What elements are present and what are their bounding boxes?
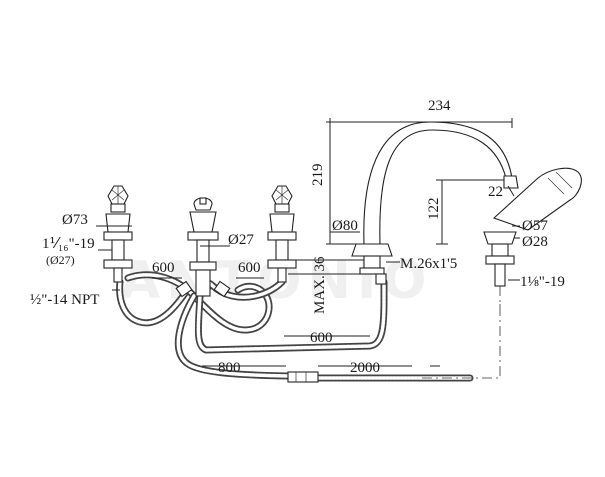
left-handle [103, 185, 133, 283]
right-handle [267, 185, 297, 283]
hose-coupling [287, 371, 319, 383]
dim-spout-reach: 234 [428, 98, 451, 114]
hand-shower [483, 167, 582, 287]
dim-hose-lower: 800 [218, 360, 241, 376]
dim-shower-thread: 1⅛"-19 [520, 274, 565, 290]
dim-hose-right: 600 [238, 260, 261, 276]
dim-spout-base-diameter: Ø80 [332, 218, 358, 234]
dimension-lines [96, 118, 520, 367]
spout [351, 121, 519, 285]
dim-spout-thread: M.26x1'5 [400, 256, 457, 272]
dim-outlet-height: 122 [426, 198, 442, 221]
dim-inlet-thread: ½"-14 NPT [30, 292, 99, 308]
dim-diverter-diameter: Ø27 [228, 232, 254, 248]
dim-shower-stem-diameter: Ø28 [522, 234, 548, 250]
dim-handle-diameter: Ø73 [62, 212, 88, 228]
dim-shower-hose: 2000 [350, 360, 380, 376]
dim-outlet-diameter: 22 [488, 184, 503, 200]
dim-hose-left: 600 [152, 260, 175, 276]
dim-spout-height: 219 [310, 164, 326, 187]
dim-handle-thread-diameter: (Ø27) [46, 253, 75, 267]
dim-hose-spout: 600 [310, 330, 333, 346]
dim-handle-thread: 1⅟₁₆"-19 [42, 236, 95, 252]
dim-max-deck-thickness: MAX. 36 [312, 256, 328, 314]
dim-shower-base-diameter: Ø57 [522, 218, 548, 234]
